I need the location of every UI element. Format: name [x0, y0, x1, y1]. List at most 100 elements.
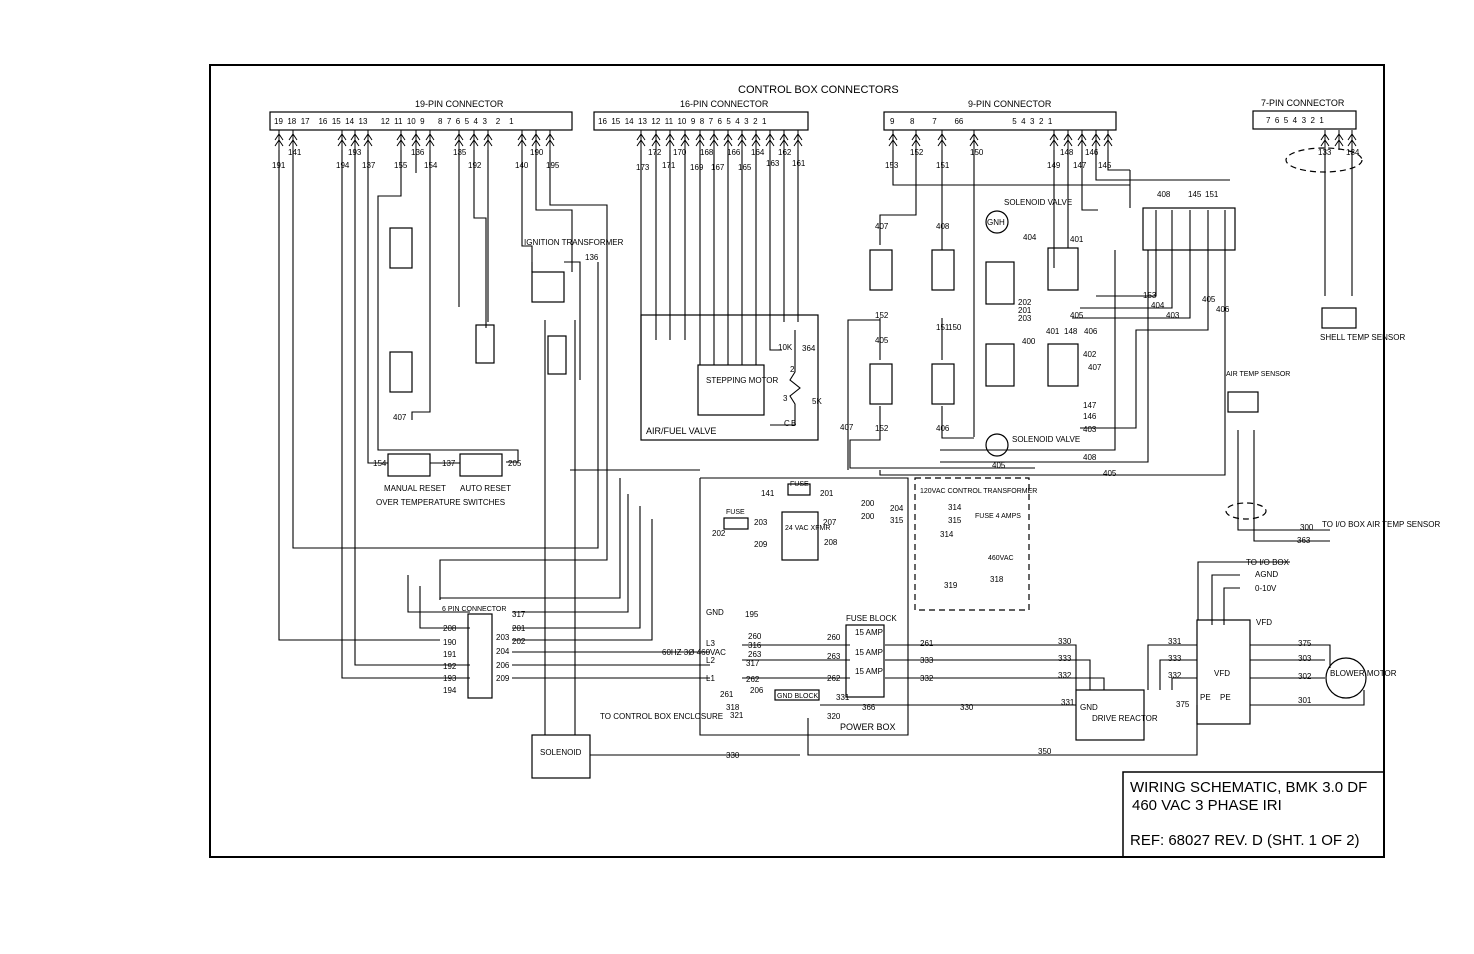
to-io-air-temp-label: TO I/O BOX AIR TEMP SENSOR: [1322, 520, 1440, 529]
wire-number: 150: [970, 148, 984, 157]
wire-number: 151: [936, 323, 950, 332]
wire-number: 164: [751, 148, 765, 157]
wire-number: 150: [948, 323, 962, 332]
wire-number: 331: [1168, 637, 1182, 646]
over-temp-label: OVER TEMPERATURE SWITCHES: [376, 498, 505, 507]
wire-number: 316: [748, 641, 762, 650]
wire-number: 262: [746, 675, 760, 684]
connector-9-pin: 9-PIN CONNECTOR 9 8 7 66 5 4 3 2 1: [883, 99, 1117, 131]
gnd-block-label: GND BLOCK: [777, 693, 819, 700]
wire-number: 407: [393, 413, 407, 422]
over-temp-switches: MANUAL RESET AUTO RESET OVER TEMPERATURE…: [376, 453, 511, 507]
wire-number: 194: [443, 686, 457, 695]
blower-motor: BLOWER MOTOR: [1325, 657, 1397, 699]
wire-number: 262: [827, 674, 841, 683]
wire-number: 5K: [812, 397, 822, 406]
wire-number: 330: [726, 751, 740, 760]
l2-label: L2: [706, 656, 715, 665]
wire-number: C: [784, 419, 790, 428]
blower-motor-label: BLOWER MOTOR: [1330, 669, 1397, 678]
wire-number: 206: [750, 686, 764, 695]
wire-number: 145: [1098, 161, 1112, 170]
connector-19-pin: 19-PIN CONNECTOR 19 18 17 16 15 14 13 12…: [269, 99, 573, 131]
wire-number: 200: [861, 499, 875, 508]
wire-number: 332: [1058, 671, 1072, 680]
wire-number: 331: [836, 693, 850, 702]
wire-number: 137: [442, 459, 456, 468]
wire-number: 330: [1058, 637, 1072, 646]
fuse-label-1: FUSE: [790, 481, 809, 488]
solenoid-valve-label-1: SOLENOID VALVE: [1004, 198, 1072, 207]
solenoid-valve-label-2: SOLENOID VALVE: [1012, 435, 1080, 444]
ignition-transformer: IGNITION TRANSFORMER: [524, 238, 624, 380]
ignition-label: IGNITION TRANSFORMER: [524, 238, 624, 247]
wire-number: 10K: [778, 343, 793, 352]
wire-number: 315: [890, 516, 904, 525]
wire-number: 145: [1188, 190, 1202, 199]
wire-number: 301: [1298, 696, 1312, 705]
connector-19-title: 19-PIN CONNECTOR: [415, 99, 504, 109]
stepping-motor-label: STEPPING MOTOR: [706, 376, 779, 385]
pin-contacts: [274, 130, 1357, 150]
wire-number: 154: [424, 161, 438, 170]
wire-number: 319: [944, 581, 958, 590]
wire-number: 137: [362, 161, 376, 170]
wire-number: 190: [530, 148, 544, 157]
wire-number: 194: [336, 161, 350, 170]
wire-number: 151: [936, 161, 950, 170]
wire-number: 168: [700, 148, 714, 157]
solenoid-valves: GNH SOLENOID VALVE SOLENOID VALVE: [985, 198, 1080, 457]
connector-19-pins: 19 18 17 16 15 14 13 12 11 10 9 8 7 6 5 …: [274, 117, 514, 126]
wire-number: 408: [1083, 453, 1097, 462]
shell-temp-sensor: SHELL TEMP SENSOR: [1285, 147, 1405, 342]
wire-number: 152: [875, 311, 889, 320]
to-control-box-label: TO CONTROL BOX ENCLOSURE: [600, 712, 723, 721]
vfd: VFD VFD PE PE TO I/O BOX AGND 0-10V: [1196, 558, 1290, 725]
wire-number: 173: [636, 163, 650, 172]
wire-number: 202: [712, 529, 726, 538]
shell-temp-label: SHELL TEMP SENSOR: [1320, 333, 1405, 342]
wire-number: 300: [1300, 523, 1314, 532]
wire-number: 201: [820, 489, 834, 498]
air-fuel-valve-label: AIR/FUEL VALVE: [646, 426, 716, 436]
wire-number: 404: [1023, 233, 1037, 242]
auto-reset-label: AUTO RESET: [460, 484, 511, 493]
wire-number: 140: [515, 161, 529, 170]
wire-number: 172: [648, 148, 662, 157]
wire-number: 141: [761, 489, 775, 498]
wire-number: 204: [890, 504, 904, 513]
wire-number: 136: [411, 148, 425, 157]
wire-number: 3: [783, 394, 788, 403]
wire-number: 331: [1061, 698, 1075, 707]
wire-number: 261: [920, 639, 934, 648]
wire-number: 191: [272, 161, 286, 170]
wire-number: 203: [754, 518, 768, 527]
title-line-1: WIRING SCHEMATIC, BMK 3.0 DF: [1130, 779, 1367, 796]
title-line-2: 460 VAC 3 PHASE IRI: [1132, 797, 1282, 814]
wire-number: 375: [1298, 639, 1312, 648]
wire-number: 332: [1168, 671, 1182, 680]
wire-number: 204: [496, 647, 510, 656]
wire-number: 201: [1018, 306, 1032, 315]
wire-number: 405: [1103, 469, 1117, 478]
wire-number: 153: [1143, 291, 1157, 300]
wire-number: 303: [1298, 654, 1312, 663]
connector-7-pin: 7-PIN CONNECTOR 7 6 5 4 3 2 1: [1252, 98, 1357, 130]
connector-16-pins: 16 15 14 13 12 11 10 9 8 7 6 5 4 3 2 1: [598, 117, 767, 126]
title-block: WIRING SCHEMATIC, BMK 3.0 DF 460 VAC 3 P…: [1122, 771, 1385, 858]
wire-number: 317: [512, 610, 526, 619]
pressure-switches: [389, 207, 1236, 405]
wire-number: 332: [920, 674, 934, 683]
wire-number: 364: [802, 344, 816, 353]
wire-number: 193: [348, 148, 362, 157]
supply-label: 60HZ 3Ø 460VAC: [662, 648, 726, 657]
v010-label: 0-10V: [1255, 584, 1277, 593]
wire-number: 209: [496, 674, 510, 683]
wire-number: 208: [443, 624, 457, 633]
wire-number: 166: [727, 148, 741, 157]
v460-label: 460VAC: [988, 555, 1014, 562]
wire-number: 147: [1083, 401, 1097, 410]
wire-number: 350: [1038, 747, 1052, 756]
wire-number: 133: [1318, 148, 1332, 157]
wire-number: 401: [1046, 327, 1060, 336]
